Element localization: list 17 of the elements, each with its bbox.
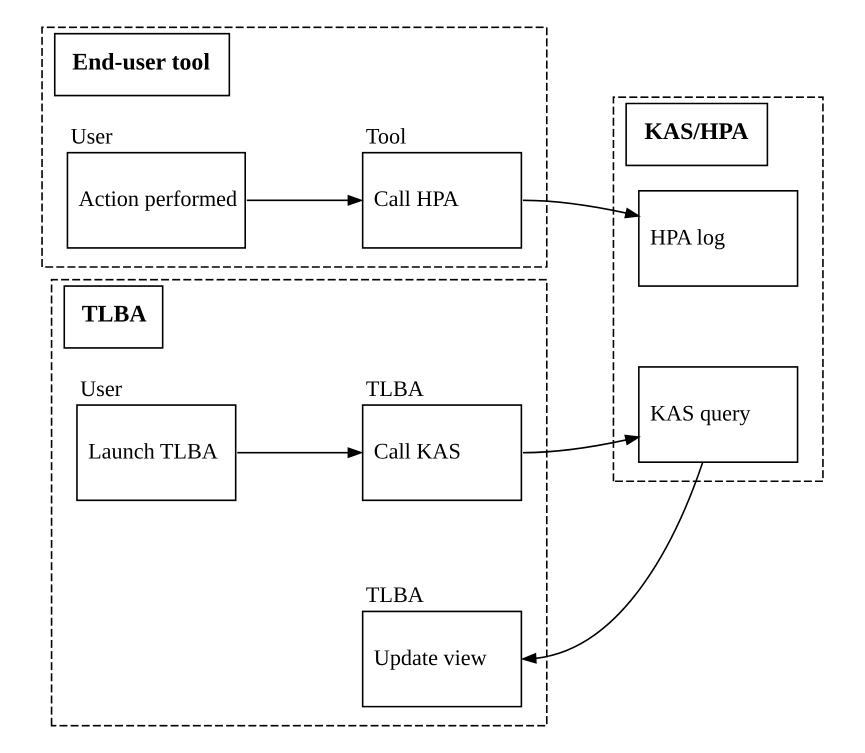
node-box: Action performed (66, 152, 246, 249)
arrow (246, 194, 364, 206)
arrow (520, 462, 704, 664)
node-box: Call HPA (362, 152, 522, 249)
arrow (522, 434, 641, 454)
node-label: TLBA (366, 376, 424, 401)
node-label: User (70, 124, 113, 148)
node-box: Call KAS (362, 404, 522, 502)
node-box: KAS query (638, 366, 798, 463)
node-label: TLBA (366, 582, 424, 608)
node-box: Update view (362, 610, 522, 708)
node-box: Launch TLBA (76, 404, 236, 502)
arrow (522, 200, 641, 218)
node-label: User (80, 376, 122, 401)
arrow (237, 447, 364, 458)
node-label: Tool (366, 124, 406, 148)
node-box: HPA log (638, 190, 798, 287)
